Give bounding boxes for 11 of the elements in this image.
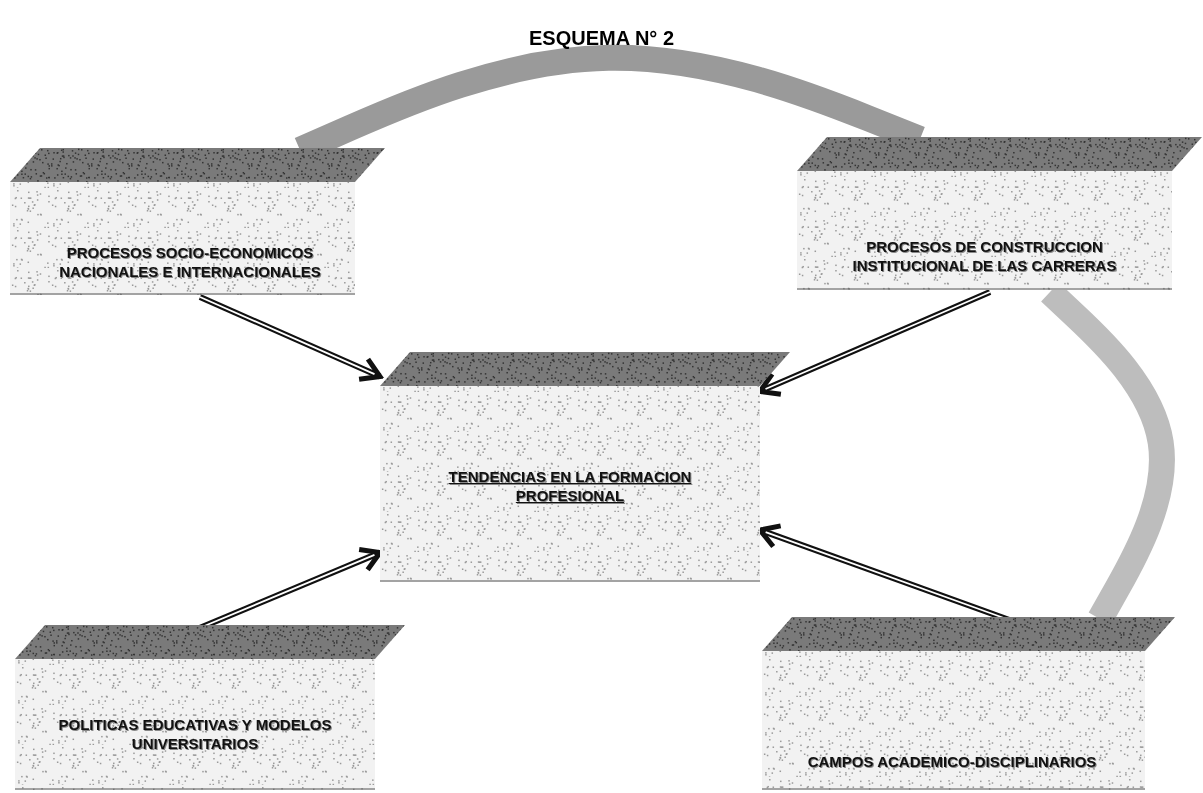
shaded-box: [380, 352, 790, 582]
box-label: PROCESOS DE CONSTRUCCION INSTITUCIONAL DE LAS CARRERAS: [851, 237, 1118, 275]
shaded-box: [15, 625, 405, 790]
shaded-box: [10, 148, 385, 295]
box-label: CAMPOS ACADEMICO-DISCIPLINARIOS: [806, 752, 1098, 771]
diagram-title: ESQUEMA N° 2: [527, 27, 676, 50]
shaded-box: [797, 137, 1202, 290]
shaded-box: [762, 617, 1175, 790]
box-label: POLITICAS EDUCATIVAS Y MODELOS UNIVERSITARIOS: [57, 715, 333, 753]
box-label: PROCESOS SOCIO-ECONOMICOS NACIONALES E INTERNACIONALES: [58, 243, 322, 281]
central-heading: TENDENCIAS EN LA FORMACION PROFESIONAL: [447, 467, 693, 505]
